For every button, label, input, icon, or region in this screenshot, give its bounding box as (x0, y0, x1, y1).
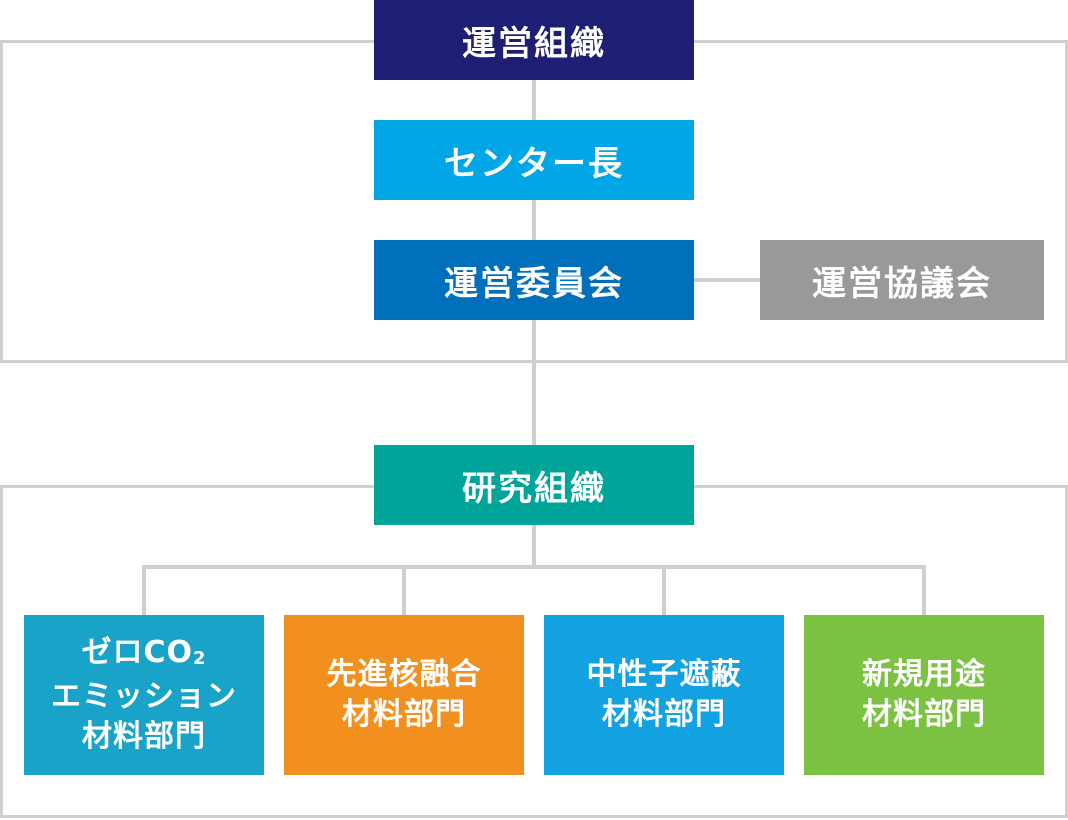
council-label: 運営協議会 (812, 263, 992, 304)
branch-drop-2 (402, 565, 406, 617)
connector-committee-research (532, 318, 536, 447)
department-new-applications-line1: 新規用途 (862, 657, 986, 692)
department-zero-co2-line1: ゼロCO2 (81, 635, 207, 670)
connector-title-director (532, 78, 536, 122)
department-zero-co2-line3: 材料部門 (82, 719, 206, 754)
connector-research-branch (532, 523, 536, 567)
branch-horizontal-line (142, 565, 926, 569)
department-neutron-shielding: 中性子遮蔽 材料部門 (544, 615, 784, 775)
director-label: センター長 (444, 143, 624, 184)
department-zero-co2: ゼロCO2 エミッション 材料部門 (24, 615, 264, 775)
department-new-applications-line2: 材料部門 (862, 697, 986, 732)
connector-director-committee (532, 198, 536, 242)
co2-subscript: 2 (193, 648, 207, 669)
branch-drop-4 (922, 565, 926, 617)
connector-committee-council (692, 278, 762, 282)
director-box: センター長 (374, 120, 694, 200)
branch-drop-1 (142, 565, 146, 617)
department-new-applications: 新規用途 材料部門 (804, 615, 1044, 775)
operations-title-box: 運営組織 (374, 0, 694, 80)
department-neutron-shielding-line2: 材料部門 (602, 697, 726, 732)
department-fusion-line1: 先進核融合 (326, 657, 482, 692)
department-zero-co2-line2: エミッション (51, 679, 237, 714)
committee-label: 運営委員会 (444, 263, 624, 304)
department-fusion: 先進核融合 材料部門 (284, 615, 524, 775)
committee-box: 運営委員会 (374, 240, 694, 320)
council-box: 運営協議会 (760, 240, 1044, 320)
branch-drop-3 (662, 565, 666, 617)
research-title: 研究組織 (462, 468, 606, 509)
operations-title: 運営組織 (462, 23, 606, 64)
research-title-box: 研究組織 (374, 445, 694, 525)
department-fusion-line2: 材料部門 (342, 697, 466, 732)
department-neutron-shielding-line1: 中性子遮蔽 (586, 657, 742, 692)
